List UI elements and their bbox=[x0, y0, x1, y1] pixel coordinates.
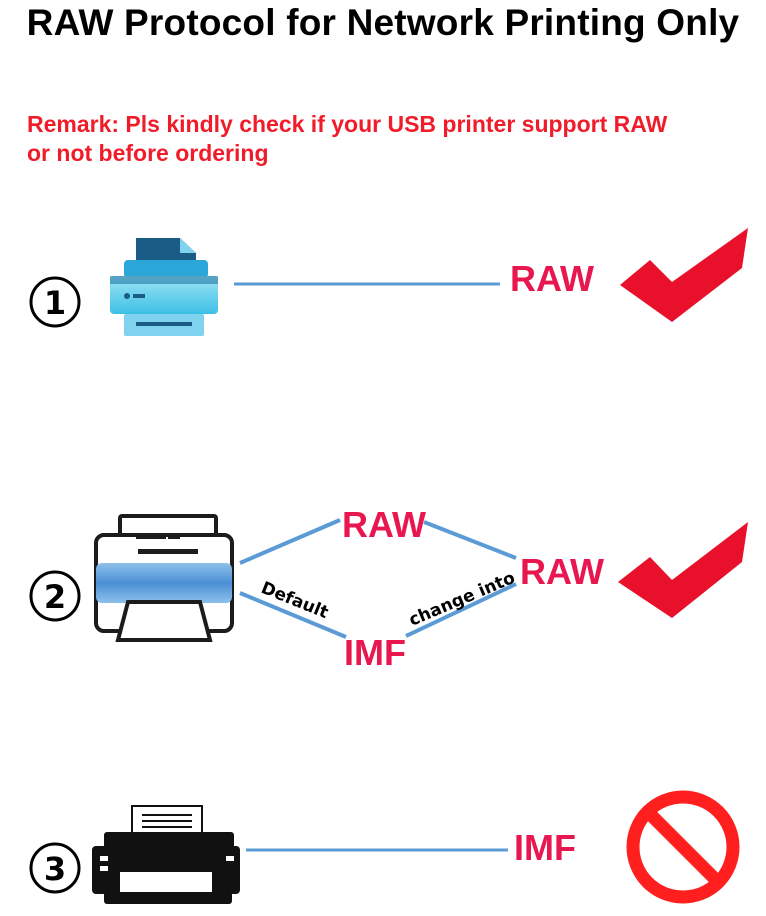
remark-text: Remark: Pls kindly check if your USB pri… bbox=[27, 110, 667, 168]
check-icon bbox=[618, 522, 748, 618]
row-1: 1 RAW bbox=[29, 228, 748, 336]
step-number-2: 2 bbox=[29, 570, 81, 622]
check-icon bbox=[620, 228, 748, 322]
printer-icon bbox=[110, 238, 218, 336]
printer-icon bbox=[92, 805, 240, 904]
protocol-label-raw: RAW bbox=[510, 258, 594, 299]
svg-text:3: 3 bbox=[44, 850, 66, 888]
svg-text:2: 2 bbox=[44, 578, 66, 616]
protocol-label-raw-top: RAW bbox=[342, 504, 426, 545]
connection-lines bbox=[239, 518, 517, 639]
page-title: RAW Protocol for Network Printing Only bbox=[26, 2, 740, 43]
step-number-1: 1 bbox=[29, 276, 81, 328]
printer-icon bbox=[94, 514, 234, 642]
row-3: 3 IMF bbox=[29, 790, 740, 904]
protocol-label-imf: IMF bbox=[514, 827, 576, 868]
protocol-label-imf: IMF bbox=[344, 632, 406, 673]
remark-line-2: or not before ordering bbox=[27, 140, 269, 166]
change-into-label: change into bbox=[406, 568, 518, 631]
remark-line-1: Remark: Pls kindly check if your USB pri… bbox=[27, 111, 668, 137]
prohibited-icon bbox=[626, 790, 740, 904]
svg-text:1: 1 bbox=[44, 284, 66, 322]
step-number-3: 3 bbox=[29, 842, 81, 894]
protocol-label-raw-result: RAW bbox=[520, 551, 604, 592]
row-2: 2 RAW IMF RAW Def bbox=[29, 504, 748, 673]
